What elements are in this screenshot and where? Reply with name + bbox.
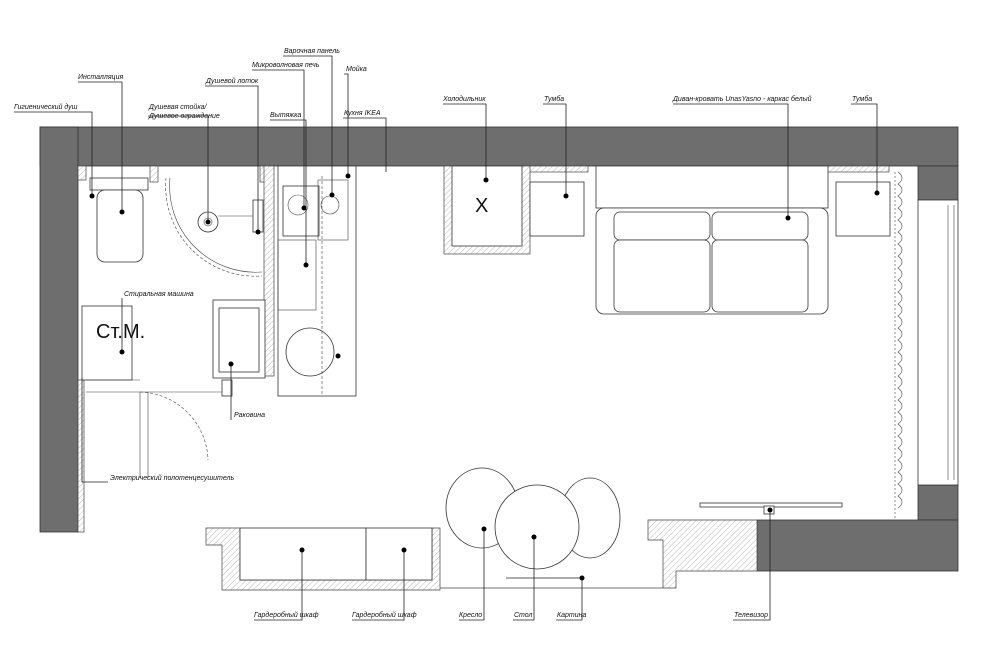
marker-dots (89, 173, 880, 581)
label-towel-dryer: Электрический полотенцесушитель (110, 474, 234, 482)
label-microwave: Микроволновая печь (252, 62, 320, 69)
label-wardrobe-1: Гардеробный шкаф (254, 611, 319, 619)
label-installation: Инсталляция (78, 74, 123, 81)
label-armchair: Кресло (459, 612, 482, 619)
label-cooktop: Варочная панель (284, 48, 340, 55)
label-sofa: Диван-кровать UnasYasno - каркас белый (672, 95, 812, 103)
bathroom (81, 165, 275, 478)
wardrobes (239, 527, 433, 581)
label-nightstand-right: Тумба (852, 95, 872, 103)
living-furniture (529, 165, 891, 315)
label-picture: Картина (557, 612, 586, 619)
label-sink: Мойка (346, 65, 367, 73)
label-ikea-kitchen: Кухня IKEA (344, 110, 381, 117)
label-table: Стол (514, 612, 533, 619)
label-shower-head: Душевой лоток (205, 77, 259, 85)
walls (39, 126, 959, 591)
washing-machine-mark: Ст.М. (96, 321, 145, 343)
label-nightstand-left: Тумба (544, 95, 564, 103)
kitchen (277, 165, 357, 397)
label-fridge: Холодильник (442, 95, 486, 103)
label-wash-basin: Раковина (234, 412, 265, 419)
fridge-mark: X (475, 195, 488, 217)
dining (445, 467, 621, 579)
label-shower-rack: Душевая стойка/ (148, 103, 208, 111)
label-tv: Телевизор (734, 612, 768, 619)
fridge: X (443, 165, 531, 255)
label-hood: Вытяжка (270, 112, 301, 119)
labels: Варочная панель Микроволновая печь Мойка… (14, 48, 872, 619)
label-wardrobe-2: Гардеробный шкаф (352, 611, 417, 619)
label-hygienic-shower: Гигиенический душ (14, 103, 78, 111)
label-shower-rack-2: Душевое ограждение (148, 112, 220, 120)
window-right (894, 171, 959, 518)
label-washing-machine: Стиральная машина (124, 291, 194, 298)
leaders (14, 55, 878, 621)
